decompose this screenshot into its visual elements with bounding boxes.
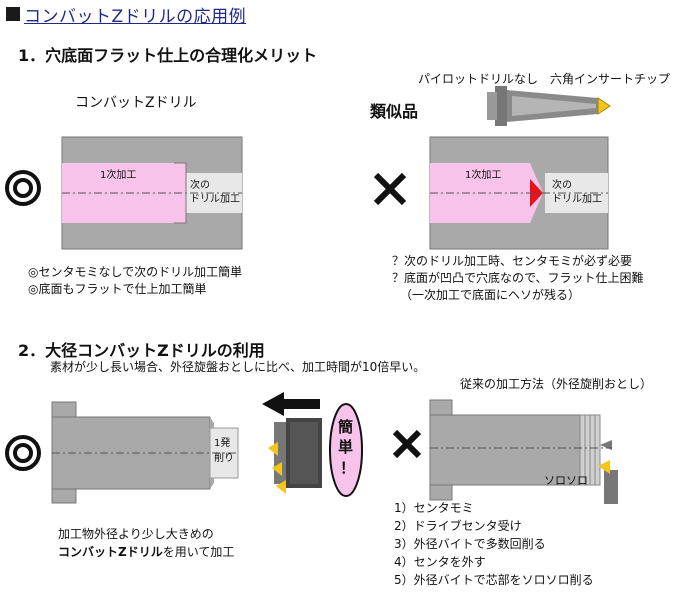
next-cut-line2-right: ドリル加工: [552, 194, 602, 205]
double-circle-icon-2: [5, 435, 41, 471]
easy-badge: [329, 403, 363, 497]
pilotless-drill-icon: [487, 86, 611, 126]
next-cut-line1-left: 次の: [190, 180, 210, 191]
conventional-method-label: 従来の加工方法（外径旋削おとし）: [460, 377, 653, 391]
section1-heading: 1．穴底面フラット仕上の合理化メリット: [18, 46, 318, 65]
step-3: 3）外径バイトで多数回削る: [394, 537, 546, 551]
workpiece-right-1: [429, 136, 609, 250]
left-note-2: ◎底面もフラットで仕上加工簡単: [28, 282, 207, 296]
next-cut-line1-right: 次の: [552, 180, 572, 191]
section2-heading: 2．大径コンバットZドリルの利用: [18, 341, 265, 360]
combat-z-drill-label: コンバットZドリル: [75, 95, 197, 111]
page-title: コンバットZドリルの応用例: [24, 7, 247, 27]
similar-product-label: 類似品: [370, 102, 419, 121]
step-5: 5）外径バイトで芯部をソロソロ削る: [394, 573, 594, 587]
feed-direction-arrow-icon: [262, 392, 320, 416]
easy-char-2: 単: [338, 438, 354, 456]
workpiece-left-2: [51, 401, 239, 504]
slow-label: ソロソロ: [544, 474, 588, 487]
right-note-1: ？次のドリル加工時、センタモミが必ず必要: [392, 254, 633, 268]
step-2: 2）ドライブセンタ受け: [394, 519, 522, 533]
one-shot-cut-line2: 削り: [214, 453, 234, 464]
first-cut-label-right: 1次加工: [465, 170, 502, 181]
tool-description-label: パイロットドリルなし 六角インサートチップ: [418, 72, 671, 86]
caption-line2: コンバットZドリルを用いて加工: [58, 544, 234, 560]
easy-char-1: 簡: [338, 418, 354, 436]
workpiece-right-2: [429, 399, 612, 501]
right-note-2: ？底面が凹凸で穴底なので、フラット仕上困難: [392, 271, 644, 285]
cross-mark-icon-2: [392, 429, 422, 459]
easy-char-3: ！: [340, 459, 356, 477]
right-note-3: （一次加工で底面にヘソが残る）: [400, 288, 581, 302]
caption-line1: 加工物外径より少し大きめの: [58, 527, 214, 541]
next-cut-line2-left: ドリル加工: [190, 194, 240, 205]
caption-rest: を用いて加工: [162, 545, 235, 559]
step-4: 4）センタを外す: [394, 555, 486, 569]
left-note-1: ◎センタモミなしで次のドリル加工簡単: [28, 265, 243, 279]
caption-bold: コンバットZドリル: [58, 545, 163, 559]
section2-subtitle: 素材が少し長い場合、外径旋盤おとしに比べ、加工時間が10倍早い。: [50, 360, 426, 374]
large-drill-head-icon: [268, 418, 322, 494]
cross-mark-icon: [373, 172, 407, 206]
one-shot-cut-line1: 1発: [214, 438, 231, 449]
title-bullet: [6, 7, 20, 21]
workpiece-left-1: [61, 136, 243, 250]
lathe-tool-icon: [598, 460, 618, 504]
first-cut-label-left: 1次加工: [100, 170, 137, 181]
step-1: 1）センタモミ: [394, 501, 474, 515]
double-circle-icon: [5, 170, 41, 206]
